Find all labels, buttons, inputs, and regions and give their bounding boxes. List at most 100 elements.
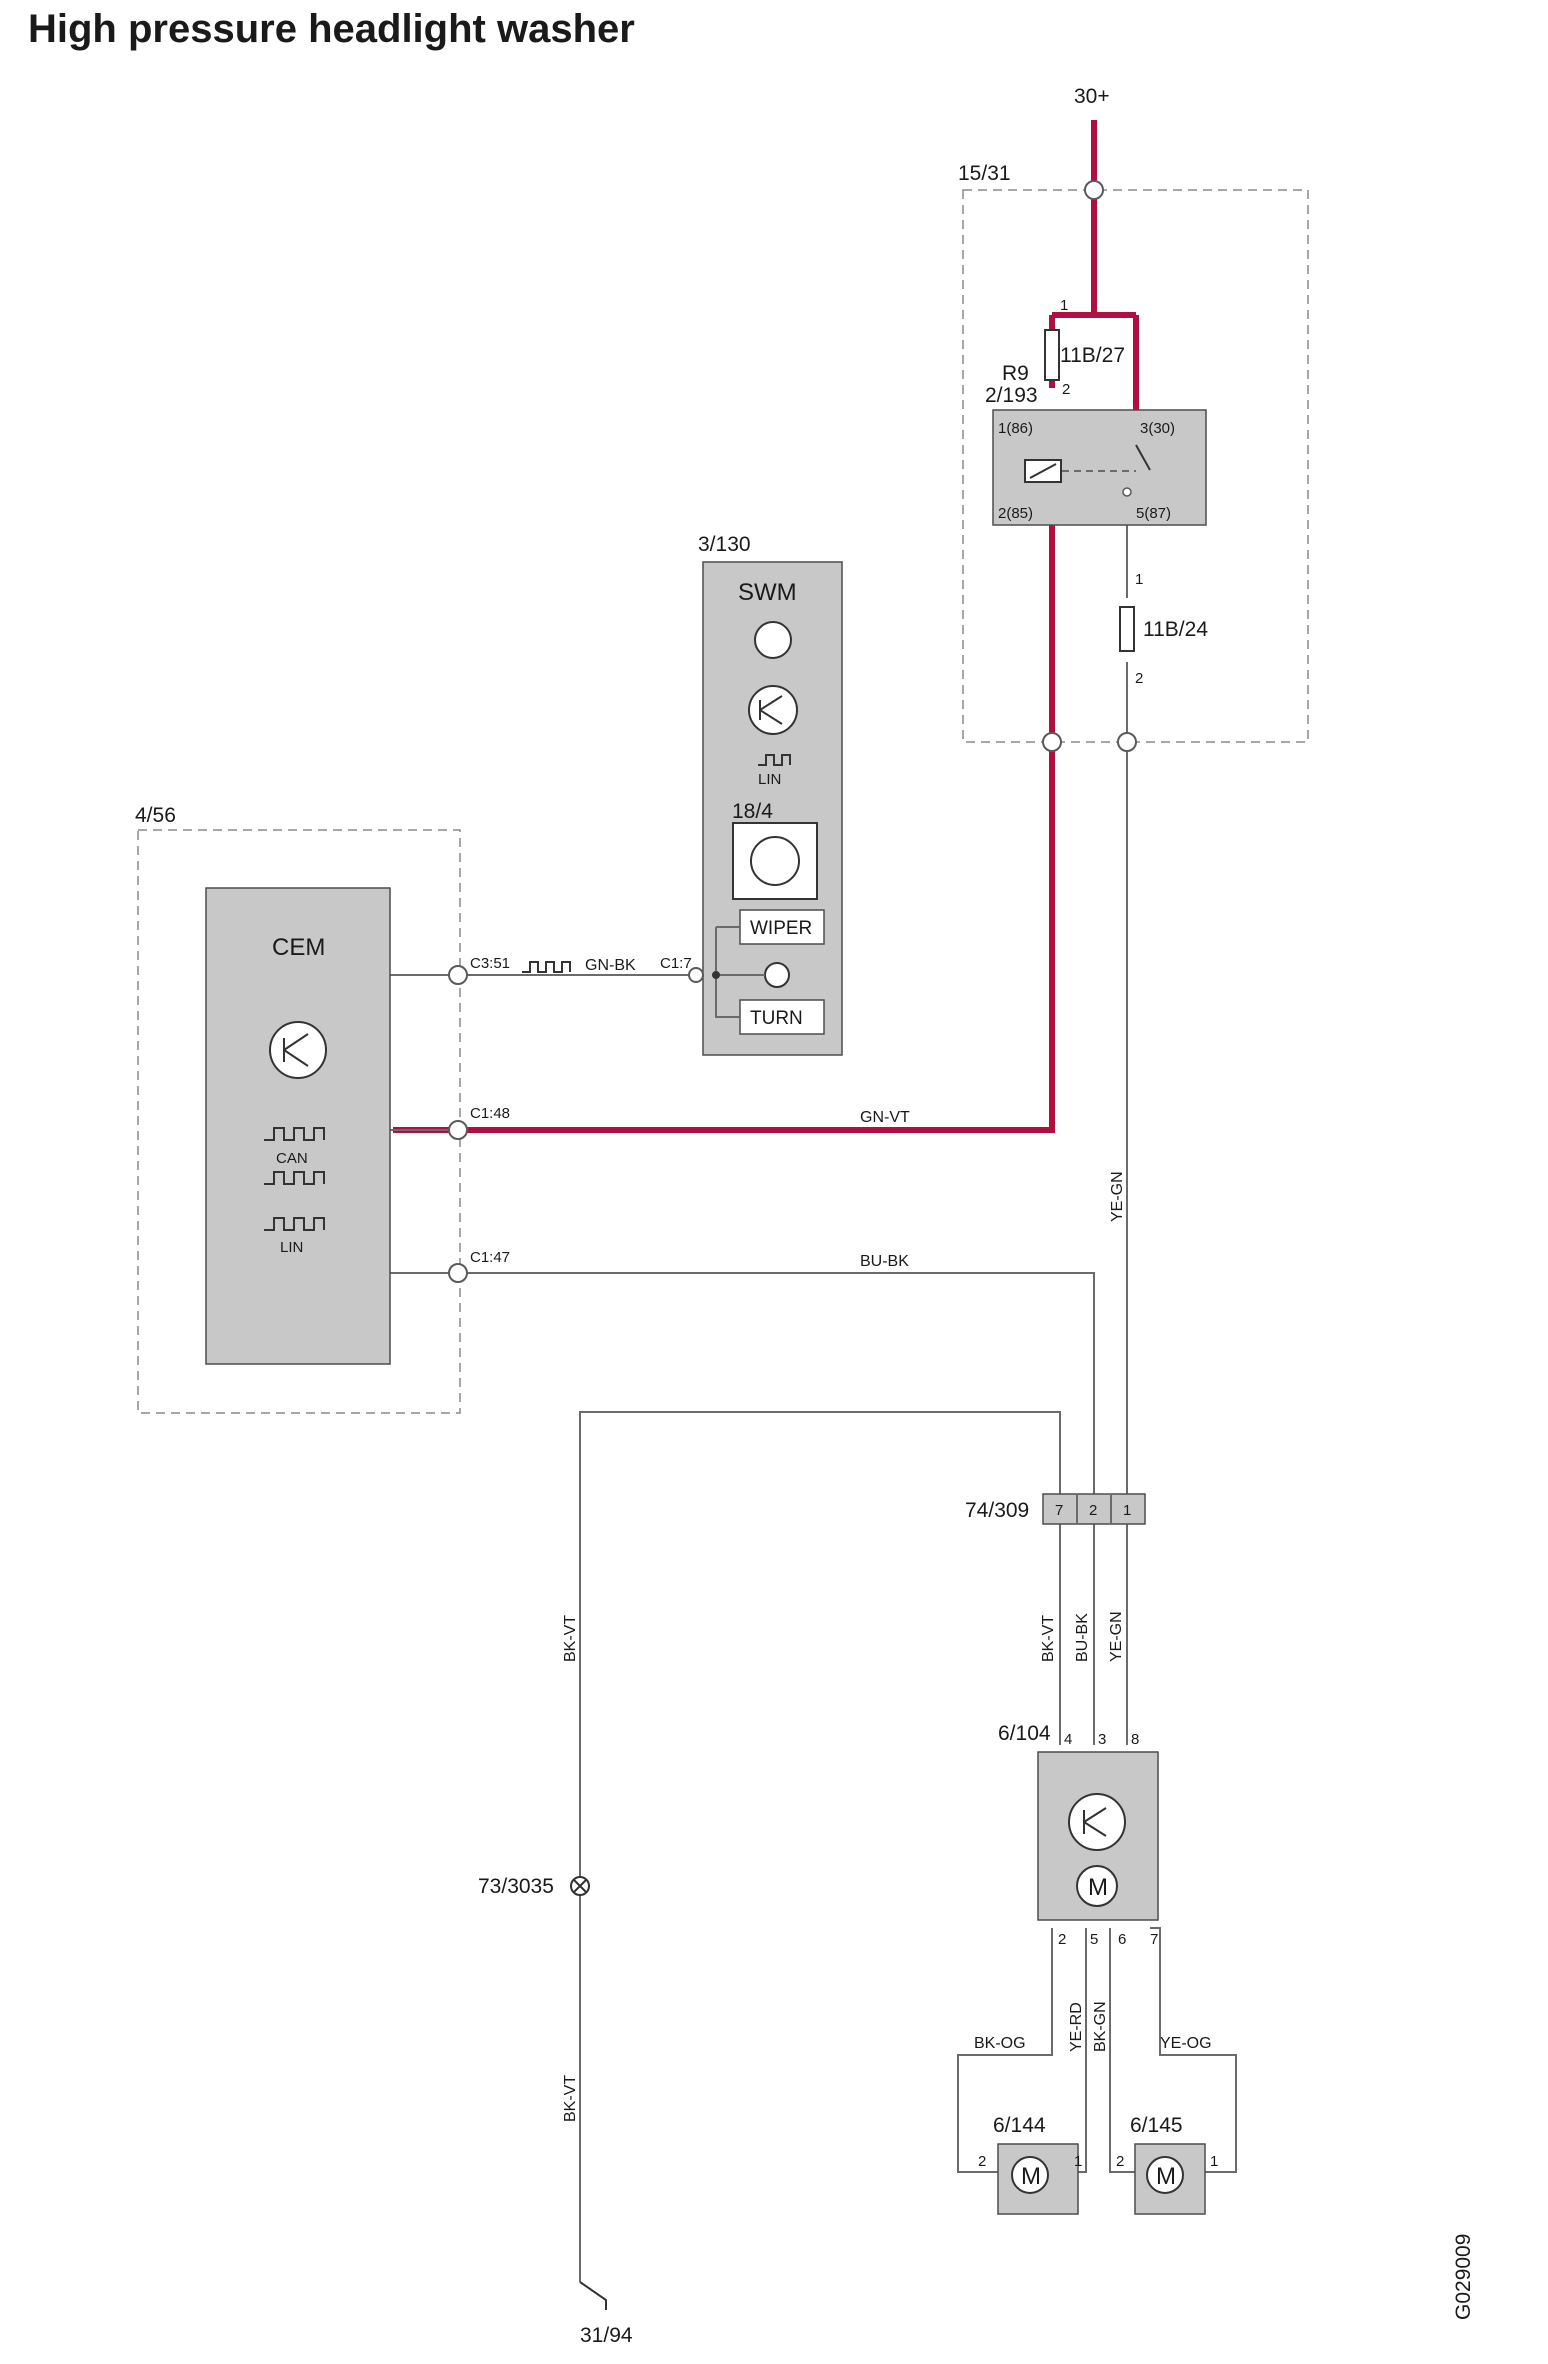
wire-label-bk-og: BK-OG: [974, 2035, 1026, 2052]
pump-motor-icon: [1076, 1865, 1118, 1907]
splice-cross: [573, 1879, 587, 1893]
wire-bu-bk: [393, 1272, 1095, 1494]
motor-left-pin1: 1: [1074, 2153, 1082, 2170]
connector-pin-2: 2: [1089, 1502, 1097, 1519]
lin-signal-icon: [758, 754, 791, 766]
wiper-switch: [739, 909, 825, 945]
connector-label: 74/309: [965, 1499, 1029, 1522]
pump-pin-5: 5: [1090, 1931, 1098, 1948]
fuse-a-pin2: 2: [1062, 381, 1070, 398]
swm-lin-label: LIN: [758, 771, 781, 788]
wire-label-bu-bk: BU-BK: [860, 1253, 909, 1270]
can-low-icon: [264, 1171, 325, 1185]
wire-conn-to-pump: [1059, 1524, 1128, 1745]
switch-knob-icon: [750, 836, 800, 886]
wire-label-bk-vt-c: BK-VT: [562, 2075, 579, 2122]
wire-label-bk-vt-b: BK-VT: [562, 1615, 579, 1662]
wire-label-ye-gn: YE-GN: [1109, 1171, 1126, 1222]
fuse-b-label: 11B/24: [1143, 618, 1208, 641]
cem-transistor-symbol: [283, 1033, 309, 1067]
swm-c17-label: C1:7: [660, 955, 692, 972]
relay-box-label: 15/31: [958, 162, 1011, 185]
fuse-a-pin1: 1: [1060, 297, 1068, 314]
swm-c17-node: [688, 967, 704, 983]
cem-transistor-icon: [269, 1021, 327, 1079]
cem-c147-label: C1:47: [470, 1249, 510, 1266]
wire-label-bu-bk-b: BU-BK: [1074, 1613, 1091, 1662]
wire-label-ye-rd: YE-RD: [1068, 2002, 1085, 2052]
cem-lin-label: LIN: [280, 1239, 303, 1256]
transistor-icon: [748, 685, 798, 735]
relay-box-node-left: [1042, 732, 1062, 752]
motor-right-m: M: [1156, 2163, 1176, 2190]
motor-right-pin2: 2: [1116, 2153, 1124, 2170]
connector-pin-1: 1: [1123, 1502, 1131, 1519]
pump-pin-6: 6: [1118, 1931, 1126, 1948]
ground-label: 31/94: [580, 2324, 633, 2347]
wire-pump-to-motors: [957, 1927, 1237, 2173]
motor-left-icon: [1011, 2156, 1049, 2194]
swm-internal-wires: [715, 926, 765, 1018]
pump-pin-8: 8: [1131, 1731, 1139, 1748]
pump-pin-3: 3: [1098, 1731, 1106, 1748]
fuse-b-pin1: 1: [1135, 571, 1143, 588]
fuse-a-icon: [1044, 329, 1060, 381]
motor-right-icon: [1146, 2156, 1184, 2194]
wiper-label: WIPER: [750, 918, 812, 939]
relay-coil-slash: [1029, 463, 1057, 479]
connector-pin-7: 7: [1055, 1502, 1063, 1519]
supply-label: 30+: [1074, 85, 1110, 108]
power-wire-gn-vt: [393, 525, 1055, 1133]
cem-c147-node: [448, 1263, 468, 1283]
motor-left-m: M: [1021, 2163, 1041, 2190]
pump-module-label: 6/104: [998, 1722, 1051, 1745]
figure-id: G029009: [1452, 2234, 1475, 2320]
cem-can-label: CAN: [276, 1150, 308, 1167]
cem-c148-label: C1:48: [470, 1105, 510, 1122]
swm-inner-label: 18/4: [732, 800, 773, 823]
wire-label-ye-og: YE-OG: [1160, 2035, 1212, 2052]
gn-bk-lin-icon: [522, 961, 571, 973]
cem-c148-node: [448, 1120, 468, 1140]
relay-label: R9: [1002, 362, 1029, 385]
cem-label: CEM: [272, 934, 325, 961]
relay-pin-30: 3(30): [1140, 420, 1175, 437]
splice-label: 73/3035: [478, 1875, 554, 1898]
relay-pin-87: 5(87): [1136, 505, 1171, 522]
wire-label-bk-vt-a: BK-VT: [1040, 1615, 1057, 1662]
supply-node: [1084, 180, 1104, 200]
cem-module: [205, 887, 391, 1365]
relay-pin-85: 2(85): [998, 505, 1033, 522]
wire-label-ye-gn-b: YE-GN: [1108, 1611, 1125, 1662]
cem-box-outline: [137, 829, 461, 1414]
pump-transistor-icon: [1068, 1793, 1126, 1851]
wire-bk-vt-top: [579, 1411, 1061, 2282]
transistor-symbol: [759, 695, 783, 725]
wire-cem-stubs: [390, 974, 458, 1274]
wire-label-gn-bk: GN-BK: [585, 957, 636, 974]
stalk-icon: [764, 962, 790, 988]
pump-pin-2: 2: [1058, 1931, 1066, 1948]
relay-ref-label: 2/193: [985, 384, 1038, 407]
steering-wheel-icon: [754, 621, 792, 659]
relay-contact-dot: [1122, 487, 1132, 497]
connector-dividers: [1076, 1494, 1112, 1524]
cem-c351-node: [448, 965, 468, 985]
swm-label: SWM: [738, 579, 797, 606]
swm-junction-dot: [712, 971, 720, 979]
pump-pin-4: 4: [1064, 1731, 1072, 1748]
connector-74-309: [1042, 1493, 1146, 1525]
pump-pin-7: 7: [1150, 1931, 1158, 1948]
fuse-b-pin2: 2: [1135, 670, 1143, 687]
relay-pin-86: 1(86): [998, 420, 1033, 437]
wire-label-gn-vt: GN-VT: [860, 1109, 910, 1126]
cem-lin-icon: [264, 1217, 325, 1231]
cem-c351-label: C3:51: [470, 955, 510, 972]
pump-motor-label: M: [1088, 1874, 1108, 1901]
wire-label-bk-gn: BK-GN: [1092, 2001, 1109, 2052]
motor-left-pin2: 2: [978, 2153, 986, 2170]
swm-ref-label: 3/130: [698, 533, 751, 556]
cem-box-label: 4/56: [135, 804, 176, 827]
fuse-b-icon: [1119, 606, 1135, 652]
